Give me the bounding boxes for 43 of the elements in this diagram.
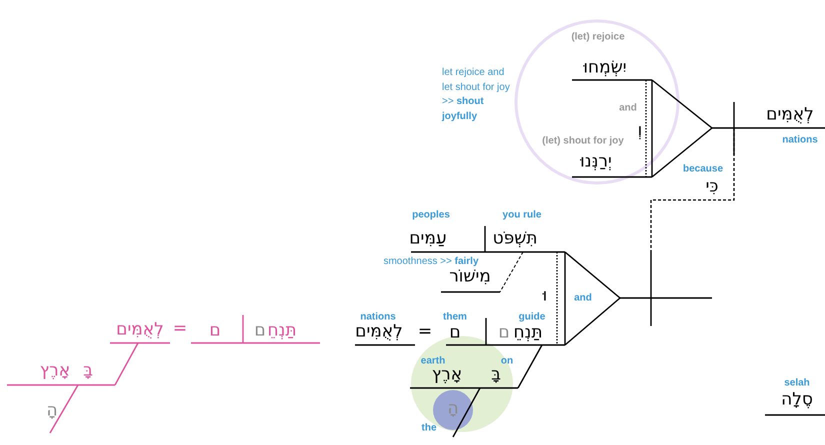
gloss-label: the <box>422 422 436 434</box>
gloss-label: guide <box>518 312 546 322</box>
gloss-label: and <box>574 292 592 304</box>
gloss-label: nations <box>782 134 818 146</box>
hebrew-word: אָרֶץ <box>40 362 70 380</box>
hebrew-word: בָּ <box>83 362 93 380</box>
hebrew-word: אָרֶץ <box>432 366 462 384</box>
hebrew-word: תִּשְׁפֹּט <box>492 230 538 248</box>
hebrew-word: הָ <box>447 400 459 418</box>
gloss-label: peoples <box>412 210 450 220</box>
gloss-label: you rule <box>502 210 542 220</box>
hebrew-word: תַּנְחֵ <box>513 324 543 342</box>
gloss-label: them <box>443 312 467 322</box>
gloss-label: on <box>500 356 514 366</box>
gloss-label: selah <box>784 378 810 388</box>
gloss-label: nations <box>360 312 396 322</box>
hebrew-word: כִּי <box>706 178 718 196</box>
hebrew-word: וְ <box>638 122 642 140</box>
hebrew-word: יְרַנְּנוּ <box>580 152 612 172</box>
gloss-note: smoothness >> fairly <box>383 254 479 269</box>
hebrew-word: עַמִּים <box>409 230 447 248</box>
hebrew-word: הָ <box>46 402 58 420</box>
gloss-label: (let) rejoice <box>571 32 625 42</box>
gloss-label: because <box>682 164 724 174</box>
gloss-note: let rejoice and let shout for joy >> shout joyfully <box>442 66 511 124</box>
equals-sign: = <box>418 322 432 342</box>
hebrew-word: יִשְׂמְחוּ <box>583 58 627 78</box>
hebrew-word: בָּ <box>491 366 501 384</box>
gloss-label: (let) shout for joy <box>542 136 624 146</box>
hebrew-word: לְאֻמִּים <box>116 320 164 340</box>
hebrew-word: תַּנְחֵ <box>267 322 297 340</box>
hebrew-word: ם <box>449 324 461 342</box>
gloss-label: earth <box>420 356 446 366</box>
hebrew-word: וּ <box>542 286 548 306</box>
equals-sign: = <box>172 320 188 338</box>
hebrew-word: סֶלָה <box>781 390 813 410</box>
hebrew-word: ם <box>498 324 510 342</box>
hebrew-word: מִישׁוֹר <box>449 268 491 286</box>
gloss-label: and <box>619 102 637 114</box>
hebrew-word: לְאֻמִּים <box>355 322 403 342</box>
hebrew-word: ם <box>254 322 266 340</box>
hebrew-word: לְאֻמִּים <box>766 106 814 124</box>
hebrew-word: ם <box>209 322 221 340</box>
